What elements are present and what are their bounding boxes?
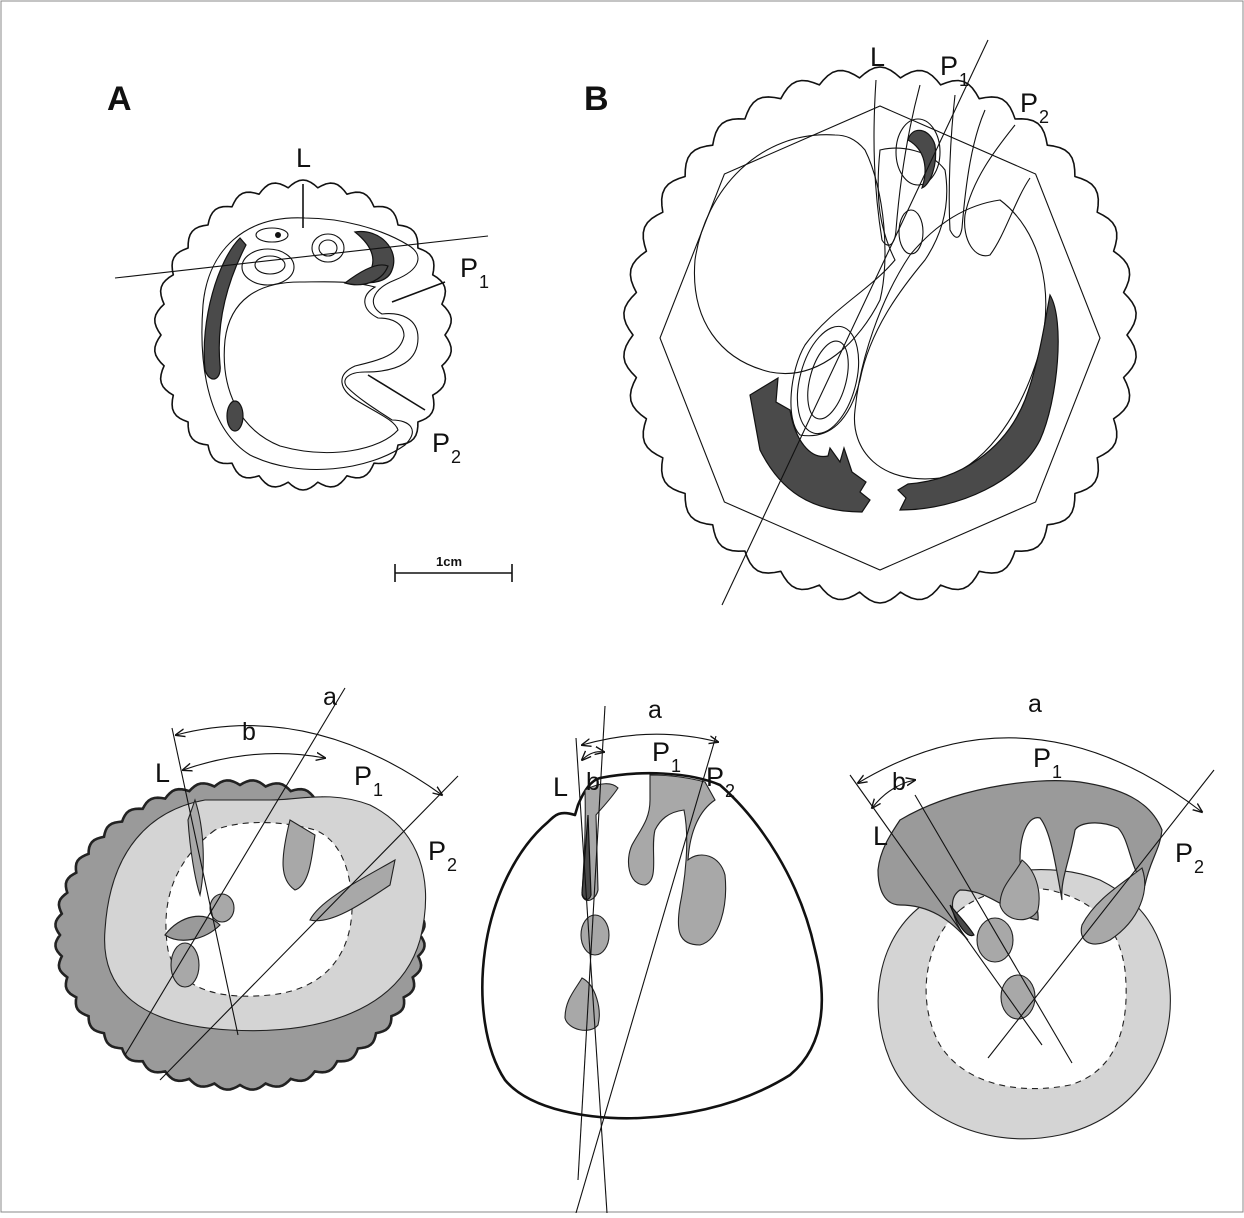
panel-a: A L P 1 P 2 <box>107 80 489 490</box>
panel-b-label-p1-sub: 1 <box>959 70 969 90</box>
scale-bar: 1cm <box>395 554 512 582</box>
scale-bar-label: 1cm <box>436 554 462 569</box>
lower-1-label-l: L <box>155 758 170 788</box>
panel-a-label-l: L <box>296 143 311 173</box>
lower-1-label-p2-sub: 2 <box>447 855 457 875</box>
lower-diagram-1: a b L P 1 P 2 <box>56 683 459 1090</box>
panel-a-chamber-mid <box>312 234 344 262</box>
panel-a-chamber-top <box>256 228 288 242</box>
lower-1-label-b: b <box>242 718 256 746</box>
panel-a-label-p2-sub: 2 <box>451 447 461 467</box>
lower-3-seed-1 <box>977 918 1013 962</box>
lower-1-label-p1-sub: 1 <box>373 780 383 800</box>
panel-b-chamber-mid <box>899 210 923 254</box>
lower-2-label-p1-sub: 1 <box>671 756 681 776</box>
lower-2-seed-1 <box>581 915 609 955</box>
lower-1-label-p1: P <box>354 761 372 791</box>
lower-2-label-b: b <box>586 768 600 796</box>
panel-b-label-p1: P <box>940 51 958 81</box>
panel-a-letter: A <box>107 80 132 118</box>
panel-a-suture-p2 <box>368 375 425 410</box>
lower-2-label-l: L <box>553 772 568 802</box>
lower-1-label-p2: P <box>428 836 446 866</box>
lower-3-label-l: L <box>873 821 888 851</box>
lower-3-label-p1: P <box>1033 743 1051 773</box>
panel-a-chamber-left <box>242 249 294 285</box>
panel-a-label-p1: P <box>460 253 478 283</box>
lower-3-label-p2: P <box>1175 838 1193 868</box>
lower-2-label-a: a <box>648 696 662 724</box>
lower-2-label-p2-sub: 2 <box>725 781 735 801</box>
panel-b-middle-wall <box>660 106 1100 570</box>
lower-2-angle-b <box>582 752 604 760</box>
panel-b-label-l: L <box>870 42 885 72</box>
panel-a-label-p1-sub: 1 <box>479 272 489 292</box>
panel-b-cavity-left <box>694 135 885 374</box>
panel-b-letter: B <box>584 80 609 118</box>
panel-a-suture-p1 <box>392 282 445 302</box>
lower-1-seed-1 <box>171 943 199 987</box>
panel-b-section-line <box>722 40 988 605</box>
lower-3-label-a: a <box>1028 690 1042 718</box>
lower-3-label-b: b <box>892 768 906 796</box>
panel-a-chamber-left-inner <box>255 256 285 274</box>
panel-b-seed-right <box>898 295 1058 510</box>
lower-2-label-p1: P <box>652 737 670 767</box>
panel-b: B L P 1 P 2 <box>584 40 1136 605</box>
panel-a-label-p2: P <box>432 428 450 458</box>
lower-3-label-p1-sub: 1 <box>1052 762 1062 782</box>
lower-diagram-3: a b L P 1 P 2 <box>850 690 1214 1139</box>
lower-2-label-p2: P <box>706 762 724 792</box>
panel-b-label-p2: P <box>1020 88 1038 118</box>
panel-b-label-p2-sub: 2 <box>1039 107 1049 127</box>
lower-3-seed-2 <box>1001 975 1035 1019</box>
panel-a-seed-bottom <box>227 401 243 431</box>
lower-diagram-2: a b L P 1 P 2 <box>482 696 822 1213</box>
lower-3-label-p2-sub: 2 <box>1194 857 1204 877</box>
panel-a-dot <box>275 232 281 238</box>
panel-a-central-cavity <box>224 282 404 453</box>
panel-a-seed-right-2 <box>345 265 388 285</box>
panel-b-outer-wall <box>624 67 1136 603</box>
lower-1-label-a: a <box>323 683 337 711</box>
panel-a-seed-left <box>204 238 246 379</box>
